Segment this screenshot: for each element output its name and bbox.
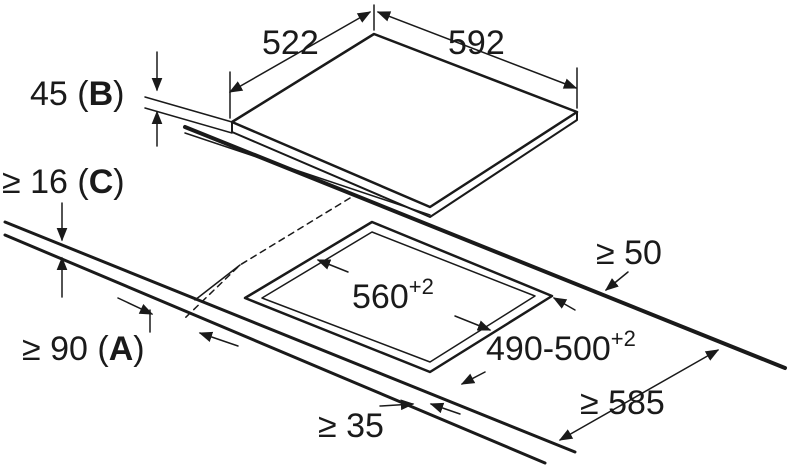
dim-line-592 xyxy=(376,11,578,89)
ext-line-a-2 xyxy=(194,264,241,301)
dim-line-560-right xyxy=(454,315,492,331)
lower-worktop-edge-bottom xyxy=(3,233,547,465)
ext-line-b-top xyxy=(144,96,233,123)
projection-dashed-line xyxy=(184,197,351,319)
dim-arrow-a-left xyxy=(117,297,154,315)
label-560: 560+2 xyxy=(352,274,434,316)
label-16-c: ≥ 16 (C) xyxy=(2,163,125,201)
cutout-outer xyxy=(243,220,554,374)
label-90-a: ≥ 90 (A) xyxy=(22,330,145,368)
hob-glass-side xyxy=(231,111,578,218)
dim-line-490-top xyxy=(552,297,576,311)
label-50: ≥ 50 xyxy=(596,234,662,272)
dim-line-522 xyxy=(228,11,372,93)
upper-worktop-lower-edge xyxy=(184,132,431,216)
dim-arrow-35-right xyxy=(429,402,461,415)
label-35: ≥ 35 xyxy=(318,407,384,445)
dim-line-585 xyxy=(558,349,720,441)
dim-arrow-35-left xyxy=(379,399,415,411)
label-592: 592 xyxy=(448,24,505,62)
lower-worktop-edge-top xyxy=(3,220,577,454)
label-45-b: 45 (B) xyxy=(30,75,124,113)
cutout-inner xyxy=(261,231,536,363)
dim-arrow-a-right xyxy=(198,331,239,347)
label-522: 522 xyxy=(262,24,319,62)
dim-line-560-left xyxy=(316,259,349,273)
dim-arrow-50 xyxy=(604,271,629,291)
label-490-500: 490-500+2 xyxy=(486,326,636,368)
dim-line-490-bottom xyxy=(460,371,486,385)
label-585: ≥ 585 xyxy=(580,384,665,422)
